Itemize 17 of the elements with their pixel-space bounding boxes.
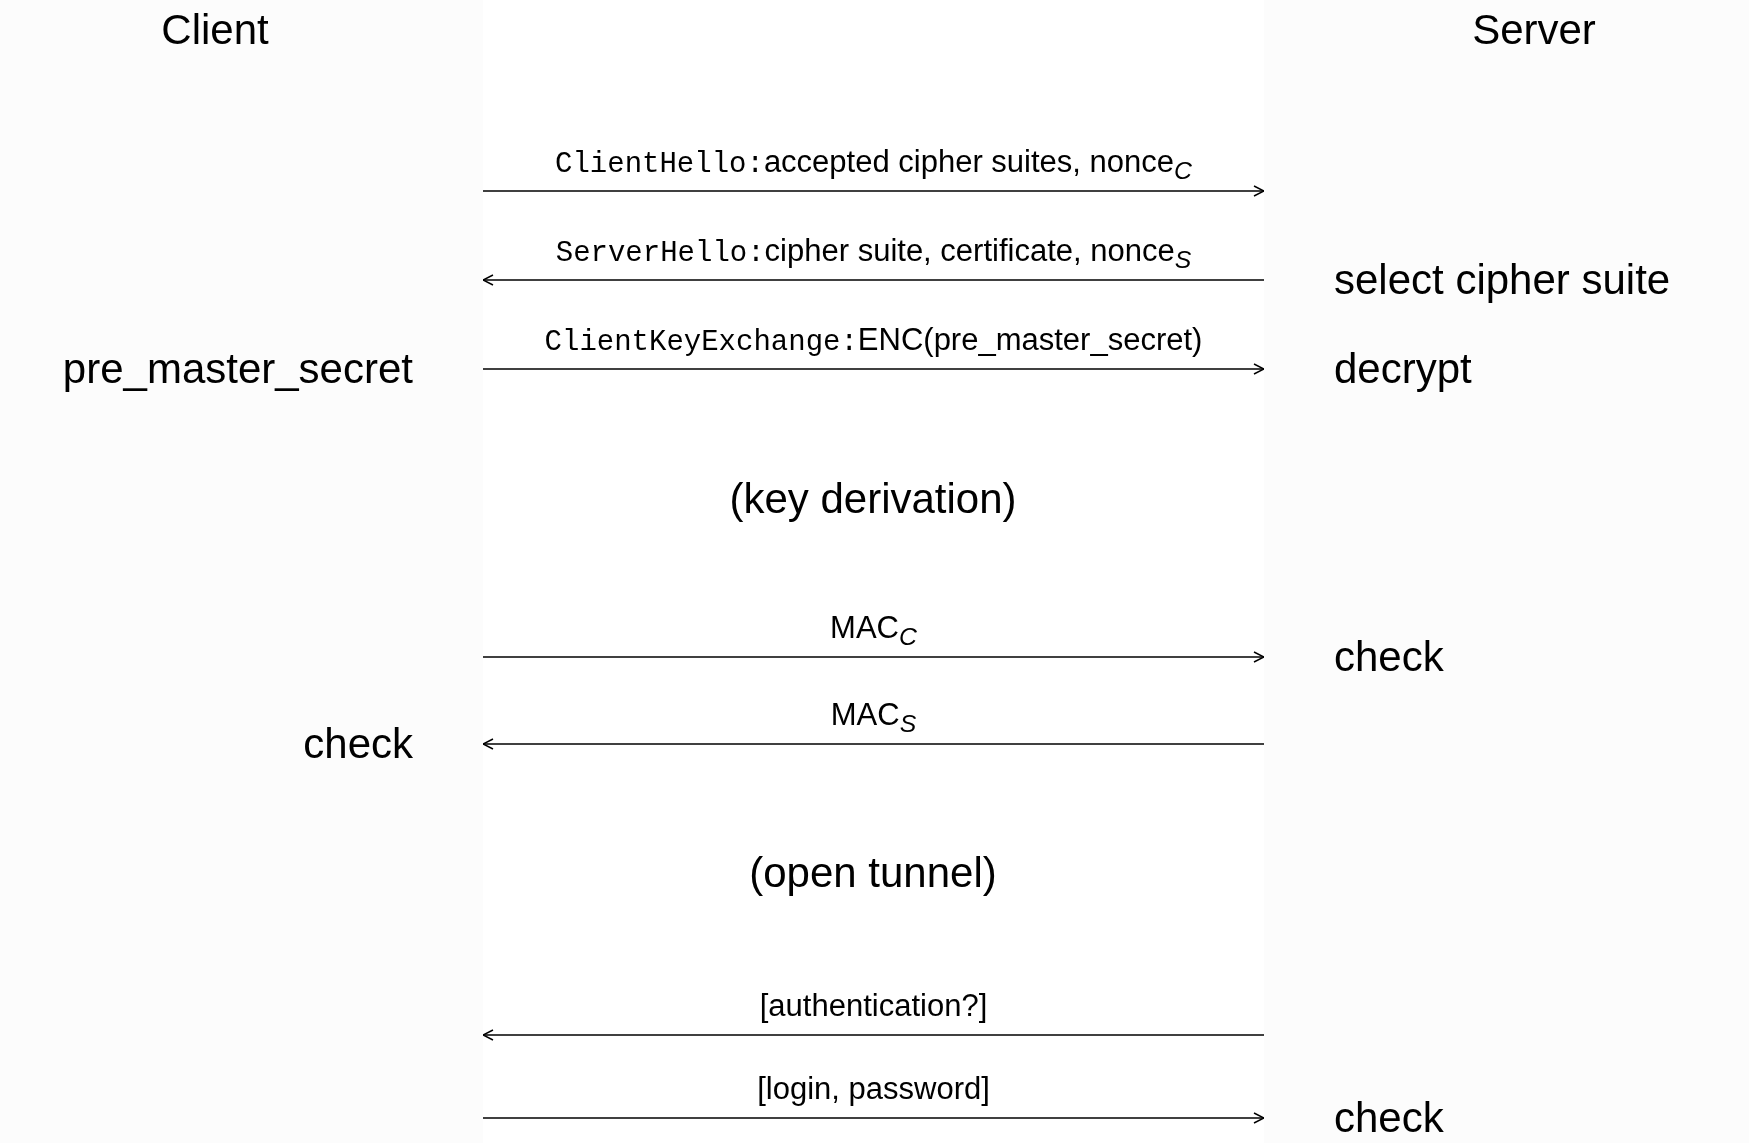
message-arrow (482, 363, 1265, 375)
message-arrow (482, 274, 1265, 286)
message-arrow (482, 738, 1265, 750)
message-arrow (482, 185, 1265, 197)
step-text: select cipher suite (1334, 256, 1671, 304)
column-heading: Server (1472, 6, 1596, 53)
message-arrow (482, 651, 1265, 663)
message-arrow (482, 1112, 1265, 1124)
step-text: check (1334, 633, 1444, 681)
phase-label: (open tunnel) (749, 849, 997, 897)
message-arrow (482, 1029, 1265, 1041)
step-text: check (303, 720, 413, 768)
phase-label: (key derivation) (729, 475, 1017, 523)
step-text: decrypt (1334, 345, 1472, 393)
step-text: pre_master_secret (62, 345, 413, 393)
step-text: check (1334, 1094, 1444, 1142)
column-heading: Client (161, 6, 269, 53)
